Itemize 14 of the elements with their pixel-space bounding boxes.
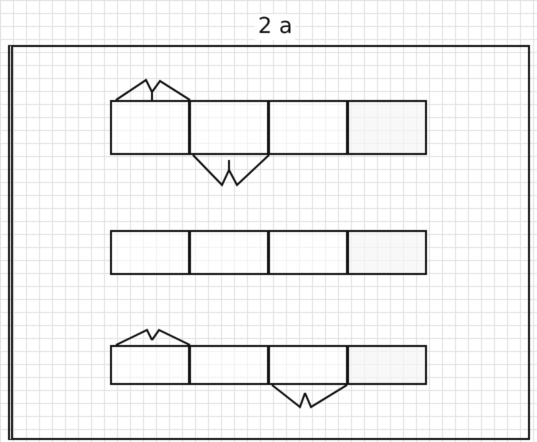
figure-label: 2 a xyxy=(255,14,296,40)
rectangle xyxy=(347,230,427,275)
rectangle xyxy=(110,230,190,275)
rectangle xyxy=(268,230,348,275)
rectangle xyxy=(268,345,348,385)
rectangle xyxy=(189,100,269,155)
rectangle xyxy=(268,100,348,155)
rectangle xyxy=(110,100,190,155)
rectangle xyxy=(189,230,269,275)
rectangle xyxy=(189,345,269,385)
rectangle xyxy=(347,100,427,155)
rectangle xyxy=(347,345,427,385)
rectangle xyxy=(110,345,190,385)
frame-border xyxy=(8,45,530,440)
